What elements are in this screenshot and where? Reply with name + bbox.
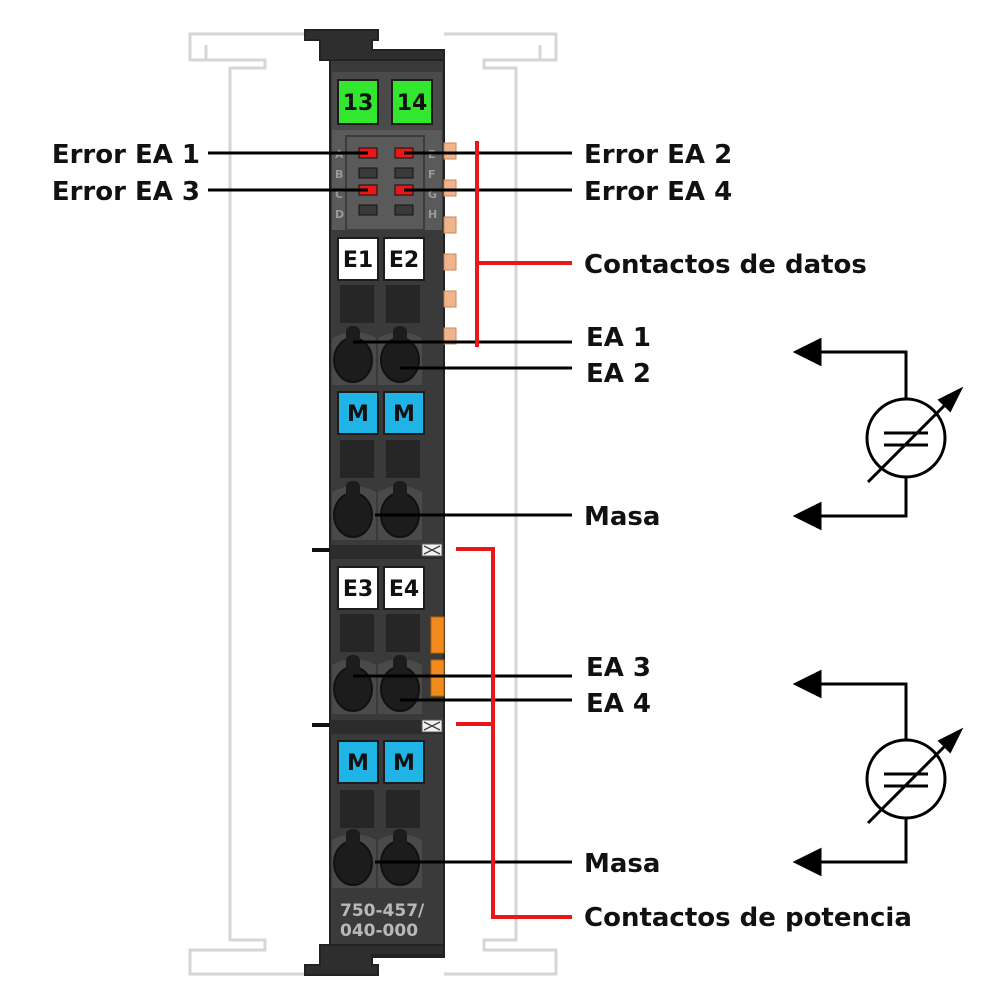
red-leaders bbox=[456, 141, 572, 919]
input-tag-e3: E3 bbox=[337, 566, 379, 610]
svg-text:F: F bbox=[428, 168, 436, 181]
label-error-ea1: Error EA 1 bbox=[52, 140, 200, 170]
svg-text:G: G bbox=[428, 188, 437, 201]
power-tag-14: 14 bbox=[391, 79, 433, 125]
ground-tag-1b: M bbox=[383, 391, 425, 435]
power-jumper-contacts bbox=[430, 616, 445, 697]
sensor-symbol-1 bbox=[792, 337, 964, 531]
svg-text:M: M bbox=[393, 402, 415, 427]
svg-text:M: M bbox=[393, 751, 415, 776]
ground-tag-2a: M bbox=[337, 740, 379, 784]
svg-text:B: B bbox=[335, 168, 343, 181]
data-contacts bbox=[443, 142, 457, 345]
svg-text:13: 13 bbox=[343, 91, 374, 116]
label-error-ea3: Error EA 3 bbox=[52, 177, 200, 207]
ground-tag-1a: M bbox=[337, 391, 379, 435]
terminal-block-3 bbox=[332, 614, 422, 714]
label-ground-2: Masa bbox=[584, 849, 660, 879]
svg-text:E4: E4 bbox=[389, 577, 419, 602]
terminal-block-1 bbox=[332, 285, 422, 385]
label-ea1: EA 1 bbox=[586, 323, 651, 353]
ground-tag-2b: M bbox=[383, 740, 425, 784]
label-ea4: EA 4 bbox=[586, 689, 651, 719]
label-ea2: EA 2 bbox=[586, 359, 651, 389]
sensor-symbol-2 bbox=[792, 669, 964, 877]
svg-text:E1: E1 bbox=[343, 248, 373, 273]
svg-text:14: 14 bbox=[397, 91, 428, 116]
svg-text:D: D bbox=[335, 208, 344, 221]
svg-text:M: M bbox=[347, 402, 369, 427]
model-number-line2: 040-000 bbox=[340, 921, 418, 941]
svg-text:E3: E3 bbox=[343, 577, 373, 602]
power-tag-13: 13 bbox=[337, 79, 379, 125]
label-ground-1: Masa bbox=[584, 502, 660, 532]
label-data-contacts: Contactos de datos bbox=[584, 250, 867, 280]
svg-text:M: M bbox=[347, 751, 369, 776]
svg-text:C: C bbox=[335, 188, 343, 201]
label-error-ea4: Error EA 4 bbox=[584, 177, 732, 207]
model-number-line1: 750-457/ bbox=[340, 901, 425, 921]
label-error-ea2: Error EA 2 bbox=[584, 140, 732, 170]
terminal-block-4 bbox=[332, 790, 422, 888]
input-tag-e4: E4 bbox=[383, 566, 425, 610]
input-tag-e1: E1 bbox=[337, 237, 379, 281]
svg-text:H: H bbox=[428, 208, 437, 221]
input-tag-e2: E2 bbox=[383, 237, 425, 281]
terminal-block-2 bbox=[332, 440, 422, 540]
label-power-contacts: Contactos de potencia bbox=[584, 903, 912, 933]
din-rail bbox=[188, 32, 558, 976]
label-ea3: EA 3 bbox=[586, 653, 651, 683]
leader-lines bbox=[208, 151, 572, 864]
svg-text:E2: E2 bbox=[389, 248, 419, 273]
